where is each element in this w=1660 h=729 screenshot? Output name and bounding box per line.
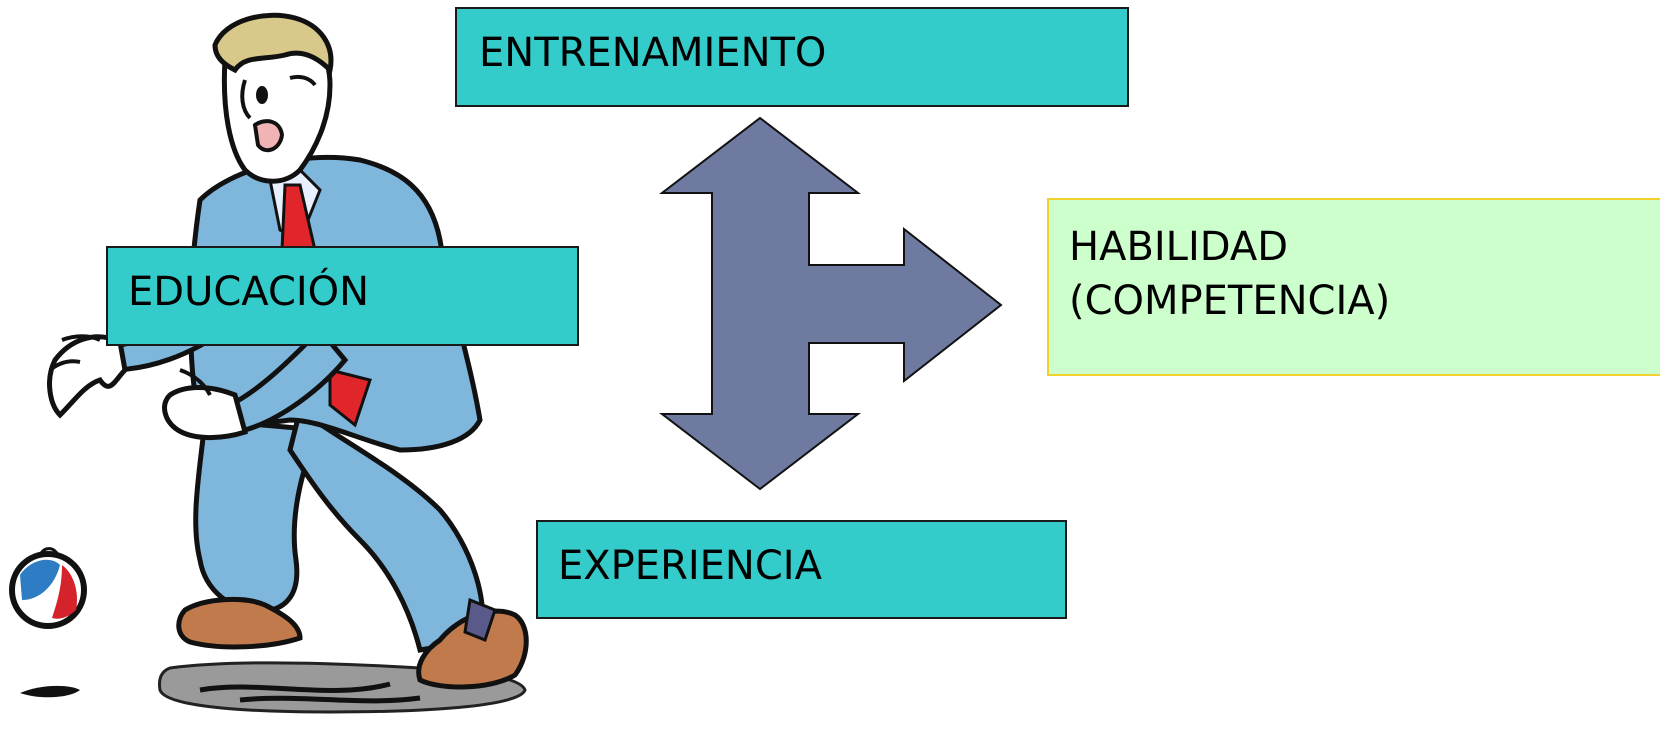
educacion-label: EDUCACIÓN [128, 269, 370, 315]
entrenamiento-label: ENTRENAMIENTO [479, 30, 827, 76]
habilidad-label: HABILIDAD [1069, 224, 1289, 270]
habilidad-box: HABILIDAD (COMPETENCIA) [1047, 198, 1660, 376]
habilidad-text: HABILIDAD (COMPETENCIA) [1069, 220, 1390, 328]
educacion-box: EDUCACIÓN [106, 246, 579, 346]
experiencia-label: EXPERIENCIA [558, 542, 822, 589]
entrenamiento-box: ENTRENAMIENTO [455, 7, 1129, 107]
experiencia-box: EXPERIENCIA [536, 520, 1067, 619]
competencia-label: (COMPETENCIA) [1069, 278, 1391, 324]
ball-icon [9, 547, 87, 629]
ball-shadow [20, 685, 80, 698]
